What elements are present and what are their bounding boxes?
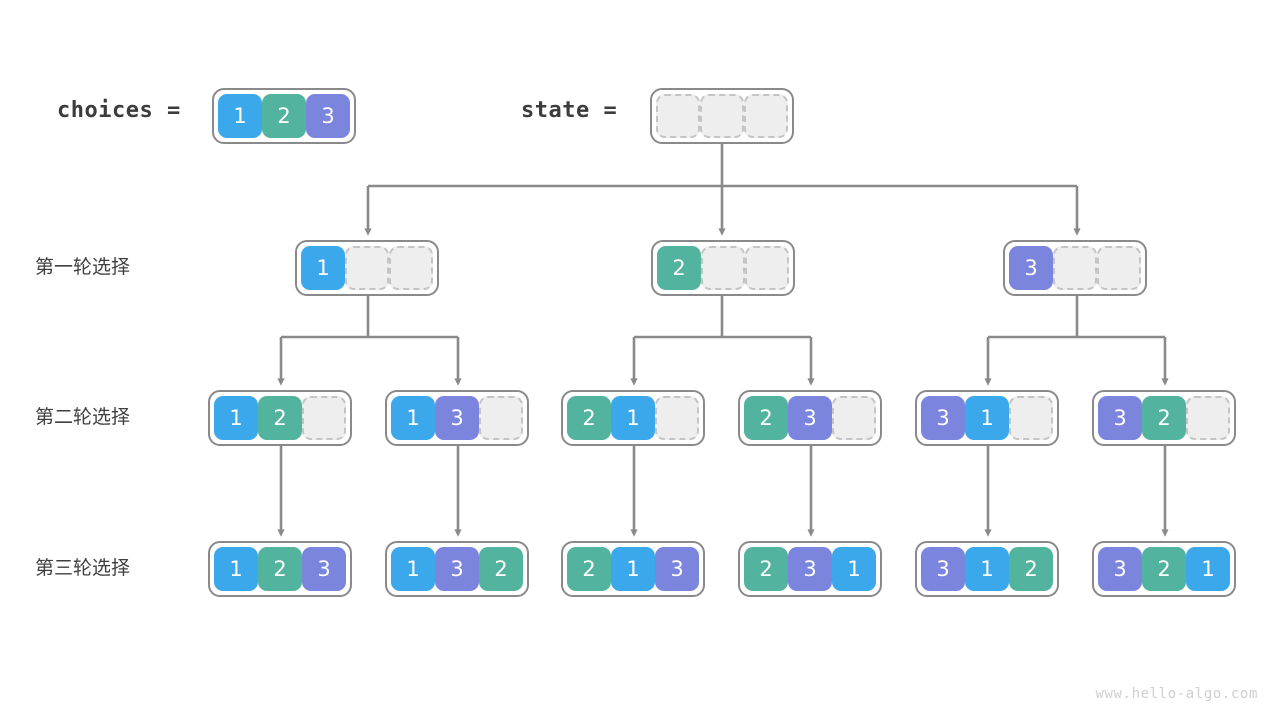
state-cell-1: [700, 94, 744, 138]
r3n2-cell-1: 3: [435, 547, 479, 591]
r1n3-cell-2: [1097, 246, 1141, 290]
r1n1-cell-2: [389, 246, 433, 290]
r1n2-cell-0: 2: [657, 246, 701, 290]
state-cell-2: [744, 94, 788, 138]
r2n6-cell-1: 2: [1142, 396, 1186, 440]
r3n4-cell-1: 3: [788, 547, 832, 591]
choices-cell-2: 3: [306, 94, 350, 138]
r2n6-cell-0: 3: [1098, 396, 1142, 440]
r3n3-cell-0: 2: [567, 547, 611, 591]
r2n6-cell-2: [1186, 396, 1230, 440]
r1n1-cell-0: 1: [301, 246, 345, 290]
r2n3-cell-1: 1: [611, 396, 655, 440]
r2n5-cell-0: 3: [921, 396, 965, 440]
r2n1-cell-1: 2: [258, 396, 302, 440]
r3n6-cell-1: 2: [1142, 547, 1186, 591]
r1n3-cell-0: 3: [1009, 246, 1053, 290]
r1n2-cell-1: [701, 246, 745, 290]
r2n2-cell-0: 1: [391, 396, 435, 440]
state-array: [650, 88, 794, 144]
choices-cell-1: 2: [262, 94, 306, 138]
choices-cell-0: 1: [218, 94, 262, 138]
row-label-round-2: 第二轮选择: [35, 406, 131, 428]
tree-node-r1-n1: 1: [295, 240, 439, 296]
r3n5-cell-1: 1: [965, 547, 1009, 591]
r3n2-cell-0: 1: [391, 547, 435, 591]
r3n1-cell-1: 2: [258, 547, 302, 591]
r2n5-cell-1: 1: [965, 396, 1009, 440]
r2n2-cell-2: [479, 396, 523, 440]
r3n4-cell-2: 1: [832, 547, 876, 591]
r2n4-cell-1: 3: [788, 396, 832, 440]
r3n3-cell-2: 3: [655, 547, 699, 591]
r2n5-cell-2: [1009, 396, 1053, 440]
r3n6-cell-2: 1: [1186, 547, 1230, 591]
watermark: www.hello-algo.com: [1095, 686, 1258, 702]
tree-node-r1-n3: 3: [1003, 240, 1147, 296]
r3n5-cell-2: 2: [1009, 547, 1053, 591]
r1n3-cell-1: [1053, 246, 1097, 290]
r2n1-cell-2: [302, 396, 346, 440]
r1n1-cell-1: [345, 246, 389, 290]
r3n5-cell-0: 3: [921, 547, 965, 591]
row-label-round-1: 第一轮选择: [35, 256, 131, 278]
state-cell-0: [656, 94, 700, 138]
r3n4-cell-0: 2: [744, 547, 788, 591]
tree-node-r1-n2: 2: [651, 240, 795, 296]
r1n2-cell-2: [745, 246, 789, 290]
r3n2-cell-2: 2: [479, 547, 523, 591]
r2n4-cell-0: 2: [744, 396, 788, 440]
r2n4-cell-2: [832, 396, 876, 440]
r3n1-cell-2: 3: [302, 547, 346, 591]
r2n3-cell-2: [655, 396, 699, 440]
r2n3-cell-0: 2: [567, 396, 611, 440]
choices-label: choices =: [57, 98, 181, 123]
r3n3-cell-1: 1: [611, 547, 655, 591]
r2n2-cell-1: 3: [435, 396, 479, 440]
r2n1-cell-0: 1: [214, 396, 258, 440]
state-label: state =: [521, 98, 618, 123]
r3n1-cell-0: 1: [214, 547, 258, 591]
r3n6-cell-0: 3: [1098, 547, 1142, 591]
row-label-round-3: 第三轮选择: [35, 557, 131, 579]
